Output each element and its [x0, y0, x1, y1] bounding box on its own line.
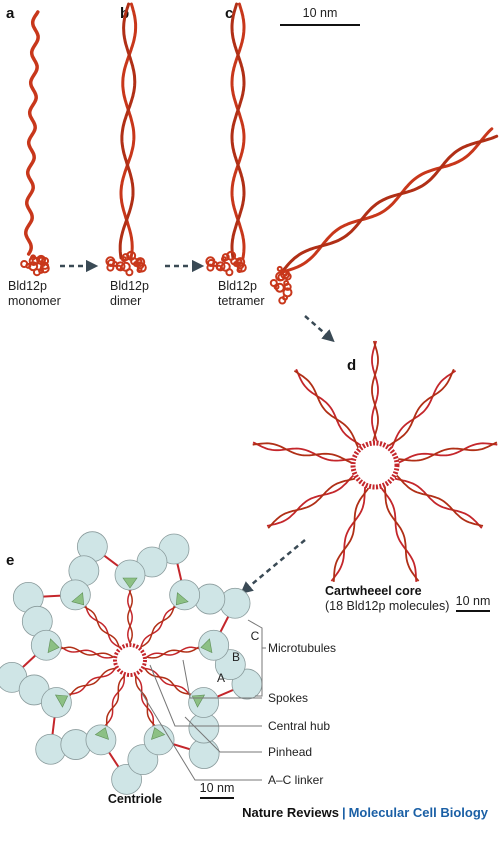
tetramer-label-line1: Bld12p: [218, 279, 257, 293]
pinhead: [122, 577, 138, 589]
bld12p-dimer: [105, 2, 147, 277]
pinheads: [47, 577, 213, 740]
cartwheel-spoke: [398, 441, 498, 462]
dimer-head-domain: [105, 250, 147, 277]
pinhead: [47, 638, 60, 654]
dimer-label-line2: dimer: [110, 294, 141, 308]
credit-separator: |: [341, 805, 346, 820]
arrow-cartwheel-to-centriole: [240, 539, 306, 595]
bld12p-monomer: [20, 10, 50, 277]
microtubule-triplets: [0, 531, 263, 795]
spoke: [144, 668, 193, 696]
cartwheel-spoke: [396, 474, 484, 527]
cartwheel-spoke: [332, 487, 370, 582]
cartwheel-spoke: [371, 340, 379, 442]
callout-microtubules: Microtubules: [268, 641, 336, 655]
dimer-label-line1: Bld12p: [110, 279, 149, 293]
microtubule-a: [143, 724, 175, 756]
callout-ac-linker: A–C linker: [268, 773, 323, 787]
spoke: [59, 646, 114, 658]
panel-c-letter: c: [225, 5, 233, 22]
pinhead: [94, 727, 109, 740]
callout-pinhead: Pinhead: [268, 745, 312, 759]
cartwheel-spoke: [371, 340, 379, 442]
spoke: [146, 646, 201, 658]
spoke: [105, 675, 125, 728]
monomer-label-line2: monomer: [8, 294, 61, 308]
cartwheel-spoke: [252, 441, 352, 462]
spoke: [127, 588, 133, 644]
panel-a-letter: a: [6, 5, 15, 22]
spoke: [140, 604, 176, 648]
cartwheel-central-hub: [350, 440, 400, 490]
microtubule-a: [85, 724, 117, 756]
pinhead: [54, 694, 69, 708]
microtubule-a: [169, 579, 201, 611]
pinhead: [71, 592, 85, 606]
pinhead: [175, 592, 189, 606]
tetramer-label-line2: tetramer: [218, 294, 265, 308]
top-scale-label: 10 nm: [303, 6, 338, 20]
monomer-label-line1: Bld12p: [8, 279, 47, 293]
panel-e-letter: e: [6, 552, 14, 569]
callout-lines: [139, 619, 266, 781]
cartwheel-spoke: [330, 486, 366, 582]
centriole-structure: [0, 531, 263, 795]
pinhead: [151, 727, 166, 740]
spoke: [104, 676, 125, 727]
cartwheel-scale-label: 10 nm: [456, 594, 491, 608]
panel-d-letter: d: [347, 357, 356, 374]
microtubule-b-label: B: [232, 650, 240, 664]
spoke: [135, 675, 155, 728]
cartwheel-title: Cartwheeel core: [325, 584, 422, 598]
callout-central-hub: Central hub: [268, 719, 330, 733]
journal-section: Molecular Cell Biology: [348, 805, 488, 820]
journal-credit: Nature Reviews|Molecular Cell Biology: [242, 805, 488, 820]
monomer-head-domain: [20, 254, 50, 277]
microtubule-a: [59, 579, 91, 611]
journal-name: Nature Reviews: [242, 805, 339, 820]
cartwheel-spoke: [295, 368, 362, 447]
microtubule-a: [114, 559, 146, 591]
spokes: [59, 588, 201, 728]
cartwheel-spoke: [390, 370, 457, 449]
cartwheel-spoke: [384, 486, 420, 582]
spoke: [84, 604, 120, 648]
microtubule-a: [198, 629, 230, 661]
cartwheel-spoke: [252, 442, 352, 464]
cartwheel-spoke: [388, 368, 455, 447]
microtubule-a: [40, 687, 72, 718]
microtubule-c-label: C: [251, 629, 260, 643]
cartwheel-spoke: [267, 477, 356, 529]
microtubule-a: [188, 687, 220, 718]
tetramer-head-domain: [205, 250, 293, 305]
central-hub: [113, 643, 147, 677]
spoke: [140, 605, 177, 648]
cartwheel-spoke: [380, 487, 418, 582]
spoke: [144, 667, 192, 697]
spoke: [83, 605, 120, 648]
cartwheel-core-structure: [252, 340, 498, 582]
cartwheel-spoke: [394, 477, 483, 529]
centriole-scale-label: 10 nm: [200, 781, 235, 795]
bld12p-tetramer: [205, 2, 499, 305]
pinhead: [200, 638, 213, 654]
cartwheel-spoke: [266, 474, 354, 527]
cartwheel-subtitle: (18 Bld12p molecules): [325, 599, 449, 613]
spoke: [67, 668, 116, 696]
arrow-tetramer-to-cartwheel: [304, 315, 335, 343]
spoke: [59, 645, 114, 659]
cartwheel-spoke: [293, 370, 360, 449]
microtubule-a-label: A: [217, 671, 225, 685]
cartwheel-spoke: [398, 442, 498, 464]
callout-spokes: Spokes: [268, 691, 308, 705]
microtubule-a: [30, 629, 62, 661]
spoke: [146, 645, 201, 659]
spoke: [127, 588, 133, 644]
centriole-title: Centriole: [108, 792, 162, 806]
spoke: [68, 667, 116, 697]
